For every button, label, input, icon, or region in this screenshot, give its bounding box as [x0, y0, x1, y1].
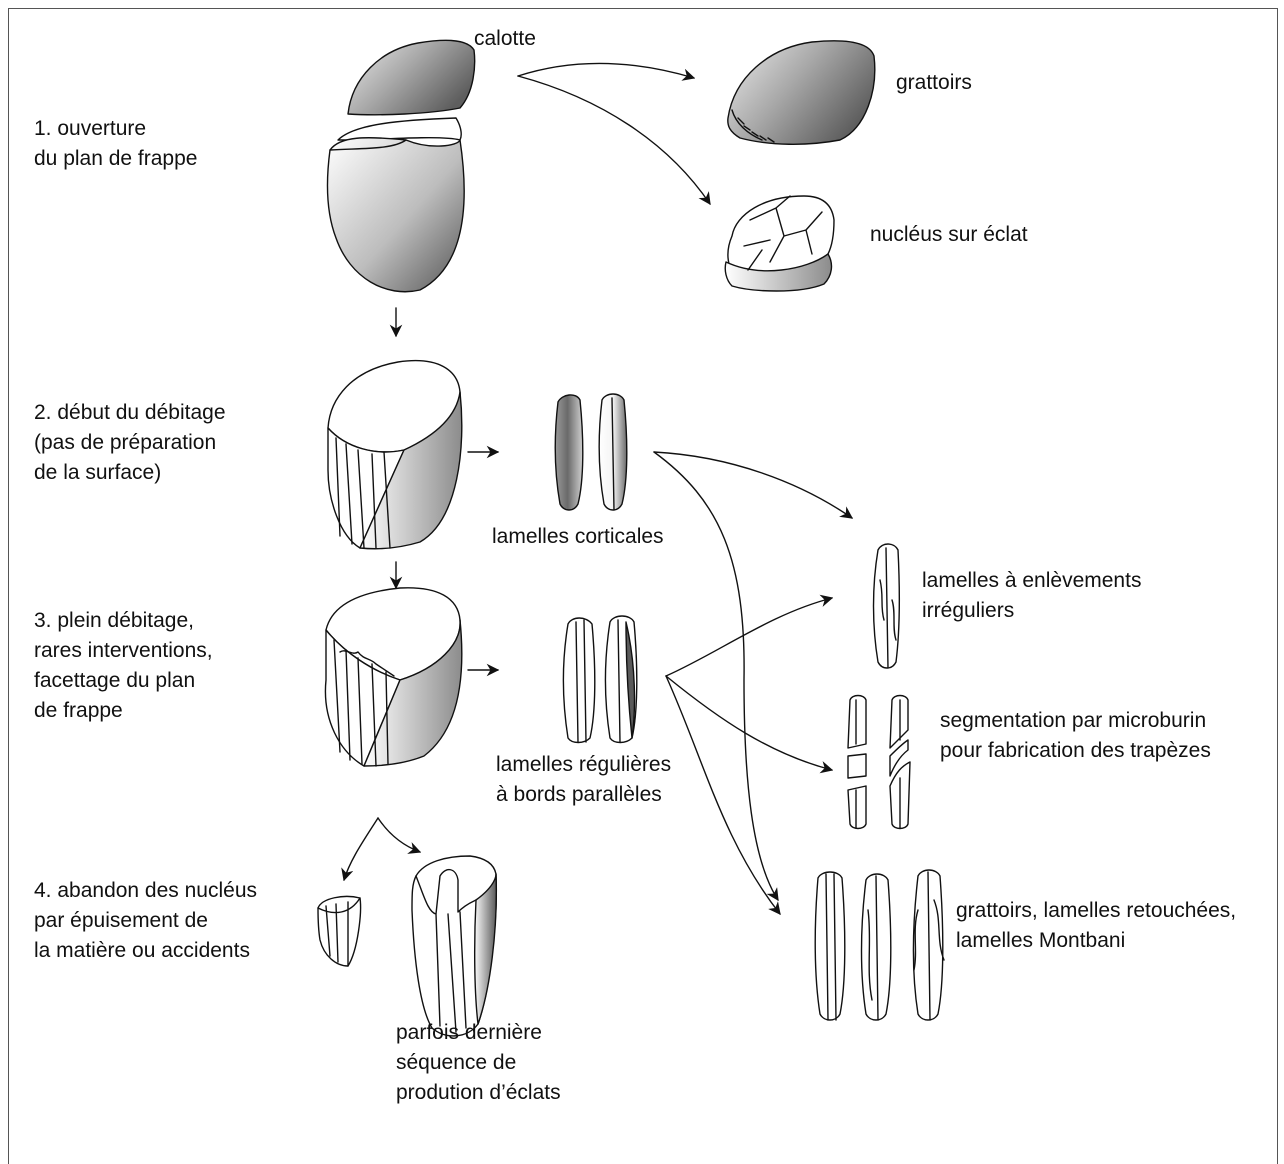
lamelle-reguliere-2: [606, 616, 637, 743]
nodule-shape: [328, 118, 465, 292]
label-step1: 1. ouverture du plan de frappe: [34, 114, 197, 174]
lamelle-reguliere-1: [564, 618, 595, 743]
label-nucleus-sur-eclat: nucléus sur éclat: [870, 220, 1028, 250]
label-lamelles-regulieres: lamelles régulières à bords parallèles: [496, 750, 671, 810]
label-step2: 2. début du débitage (pas de préparation…: [34, 398, 226, 488]
calotte-shape: [348, 40, 475, 114]
microburin-left: [848, 696, 866, 829]
label-segmentation: segmentation par microburin pour fabrica…: [940, 706, 1211, 766]
lamelle-enlevements-irreguliers: [874, 544, 900, 668]
label-step4: 4. abandon des nucléus par épuisement de…: [34, 876, 257, 966]
label-lamelles-corticales: lamelles corticales: [492, 522, 664, 552]
lamelle-retouchee: [862, 874, 891, 1020]
core-step2-shape: [328, 361, 462, 549]
grattoir-shape: [728, 41, 875, 145]
exhausted-core-large-shape: [412, 856, 496, 1036]
core-step3-shape: [325, 588, 461, 766]
label-grattoirs: grattoirs: [896, 68, 972, 98]
microburin-right: [890, 696, 910, 829]
label-lamelles-enlevements: lamelles à enlèvements irréguliers: [922, 566, 1141, 626]
exhausted-core-small-shape: [318, 896, 361, 966]
nucleus-sur-eclat-shape: [725, 196, 834, 291]
grattoir-final-1: [815, 872, 845, 1020]
label-calotte: calotte: [474, 24, 536, 54]
lamelle-corticale-1: [555, 395, 583, 510]
lamelle-corticale-2: [599, 394, 627, 510]
lamelle-montbani: [914, 870, 945, 1020]
label-grattoirs-retouchees: grattoirs, lamelles retouchées, lamelles…: [956, 896, 1236, 956]
label-parfois: parfois dernière séquence de prodution d…: [396, 1018, 561, 1108]
label-step3: 3. plein débitage, rares interventions, …: [34, 606, 213, 726]
